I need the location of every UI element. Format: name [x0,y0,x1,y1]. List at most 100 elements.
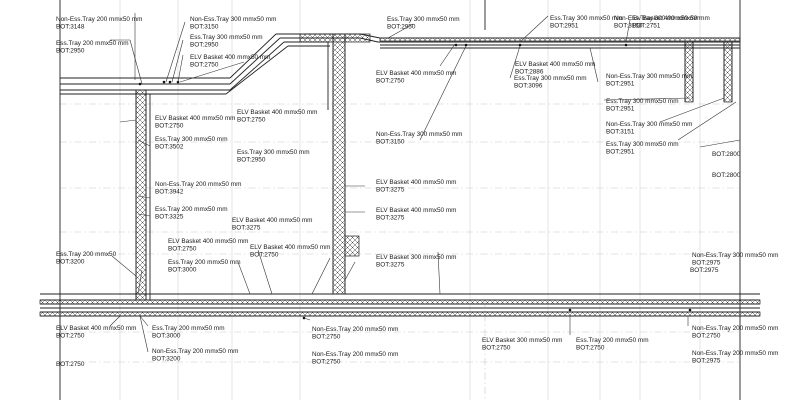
annotation-line: BOT:3150 [376,138,405,145]
annotation-line: BOT:3151 [606,128,635,135]
annotation-line: BOT:2800 [712,151,741,158]
annotation-line: BOT:2750 [155,122,184,129]
annotation-line: ELV Basket 400 mmx50 mm [376,207,457,214]
annotation-line: BOT:2951 [606,80,635,87]
annotation-line: BOT:3150 [614,22,643,29]
annotation-line: BOT:3275 [376,261,405,268]
annotation-line: BOT:2800 [712,172,741,179]
annotation-line: BOT:2750 [576,344,605,351]
annotation-line: BOT:3200 [152,355,181,362]
annotation-line: Ess.Tray 300 mmx50 mm [190,34,263,41]
annotation-line: Non-Ess.Tray 200 mmx50 mm [155,181,241,188]
annotation-line: BOT:3502 [155,143,184,150]
annotation-line: BOT:2750 [190,61,219,68]
leader-lines [109,13,741,353]
annotation-line: BOT:3325 [155,213,184,220]
annotation-line: BOT:2750 [56,361,85,368]
annotation-line: Ess.Tray 200 mmx50 mm [56,40,129,47]
annotation-line: ELV Basket 400 mmx50 mm [155,115,236,122]
annotation-a17: BOT:2800 [712,151,741,158]
annotation-line: BOT:3275 [232,224,261,231]
annotation-line: Non-Ess.Tray 300 mmx50 mm [190,16,276,23]
annotation-line: Non-Ess.Tray 300 mmx50 mm [614,15,700,22]
annotation-line: ELV Basket 300 mmx50 mm [376,254,457,261]
annotation-line: BOT:2975 [690,267,719,274]
annotation-line: Ess.Tray 200 mmx50 [56,251,117,258]
annotation-line: ELV Basket 400 mmx50 mm [232,217,313,224]
annotation-line: BOT:3200 [56,258,85,265]
annotation-line: BOT:2750 [692,332,721,339]
annotation-line: BOT:3148 [56,23,85,30]
annotation-line: ELV Basket 300 mmx50 mm [482,337,563,344]
annotation-line: Non-Ess.Tray 200 mmx50 mm [692,350,778,357]
annotation-line: Non-Ess.Tray 300 mmx50 mm [606,73,692,80]
annotation-line: BOT:3275 [376,186,405,193]
annotation-line: BOT:2950 [56,47,85,54]
annotation-line: BOT:2975 [692,357,721,364]
annotation-line: BOT:2750 [237,116,266,123]
annotation-line: Non-Ess.Tray 300 mmx50 mm [376,131,462,138]
annotation-line: BOT:3275 [376,214,405,221]
annotation-line: BOT:2950 [190,41,219,48]
annotation-line: ELV Basket 400 mmx50 mm [515,61,596,68]
annotation-line: Ess.Tray 200 mmx50 mm [168,259,241,266]
annotation-line: BOT:3000 [168,266,197,273]
annotation-line: BOT:3096 [514,82,543,89]
annotation-line: BOT:2751 [632,22,661,29]
annotation-line: ELV Basket 400 mmx50 mm [376,179,457,186]
lower-tray-run [39,293,761,317]
annotation-line: BOT:2750 [376,77,405,84]
annotation-line: BOT:2750 [250,251,279,258]
annotation-line: BOT:3942 [155,188,184,195]
annotation-line: Non-Ess.Tray 200 mmx50 mm [56,16,142,23]
annotation-line: Non-Ess.Tray 200 mmx50 mm [312,351,398,358]
annotation-line: ELV Basket 400 mmx50 mm [190,54,271,61]
annotation-line: BOT:2750 [312,358,341,365]
annotation-line: BOT:2750 [168,245,197,252]
annotation-line: BOT:2951 [550,22,579,29]
annotation-line: Ess.Tray 300 mmx50 mm [155,136,228,143]
tray-markers [138,43,692,320]
annotation-line: Elv Basket 400 mmx50 mm [632,15,710,22]
annotation-line: Ess.Tray 300 mmx50 mm [606,141,679,148]
annotation-line: BOT:3150 [190,23,219,30]
annotation-line: BOT:3000 [152,332,181,339]
annotation-line: BOT:2951 [606,105,635,112]
annotation-line: Ess.Tray 300 mmx50 mm [514,75,587,82]
annotation-line: Non-Ess.Tray 200 mmx50 mm [692,325,778,332]
annotation-line: Non-Ess.Tray 300 mmx50 mm [606,121,692,128]
